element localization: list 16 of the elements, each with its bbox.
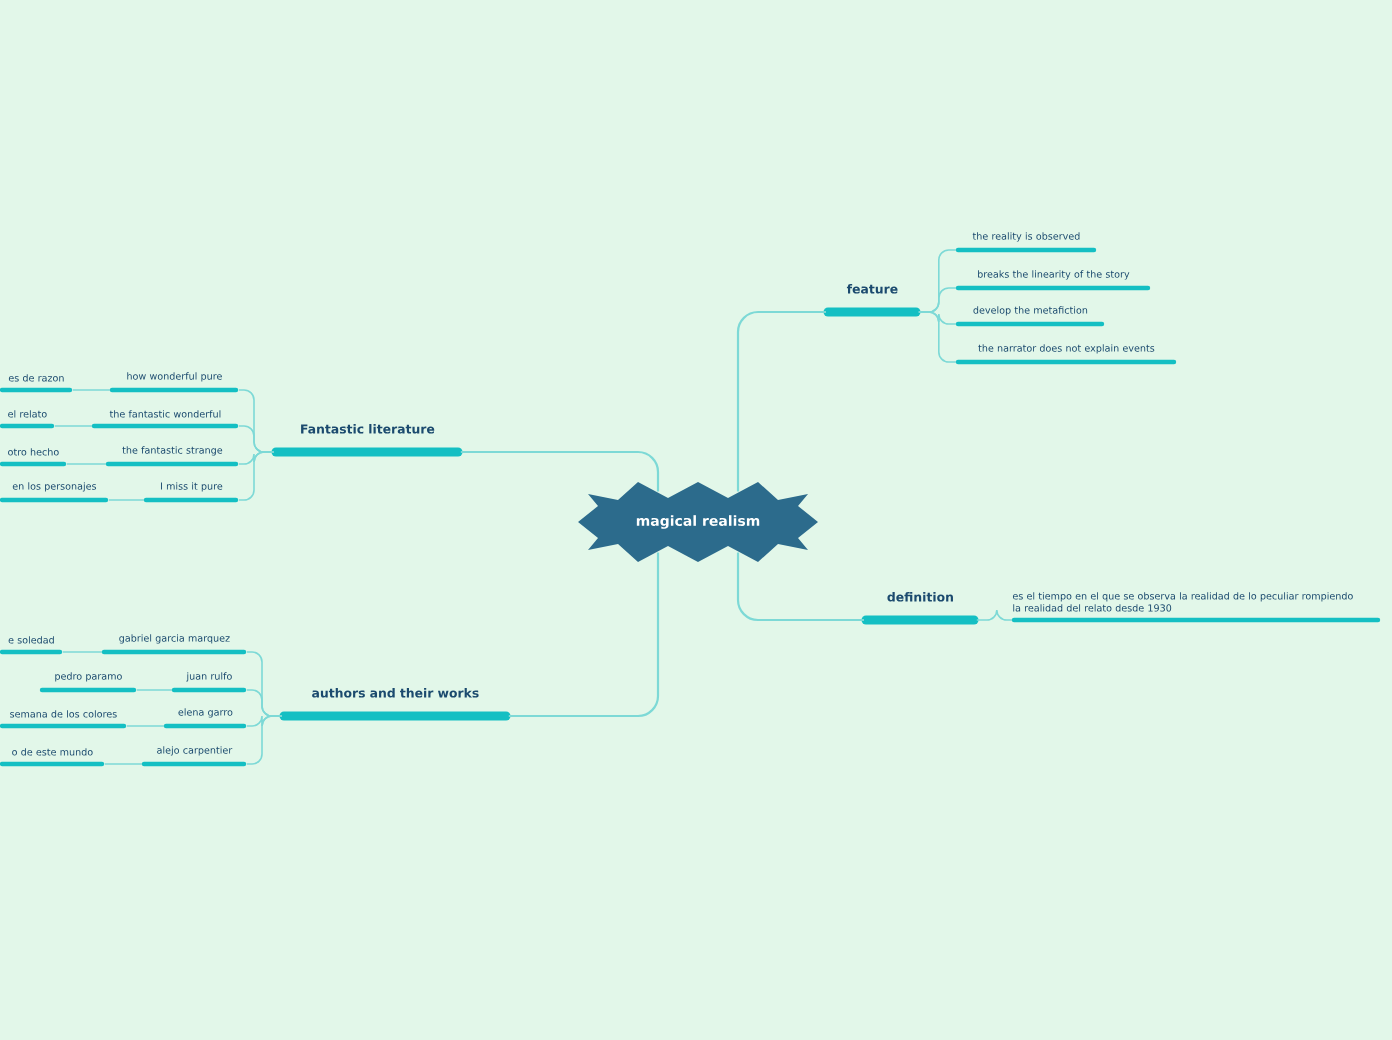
connector-line: [976, 609, 1013, 621]
connector-line: [136, 689, 173, 691]
connector-line: [62, 651, 103, 653]
connector-line: [508, 552, 660, 718]
connector-line: [736, 310, 826, 492]
connector-line: [66, 463, 107, 465]
connector-line: [246, 715, 283, 765]
connector-line: [460, 450, 660, 492]
connector-line: [238, 451, 275, 501]
connector-line: [72, 389, 111, 391]
connector-line: [54, 425, 93, 427]
connector-line: [736, 552, 864, 622]
connector-line: [108, 499, 145, 501]
connector-line: [104, 763, 143, 765]
connector-line: [918, 311, 957, 363]
connector-line: [126, 725, 165, 727]
